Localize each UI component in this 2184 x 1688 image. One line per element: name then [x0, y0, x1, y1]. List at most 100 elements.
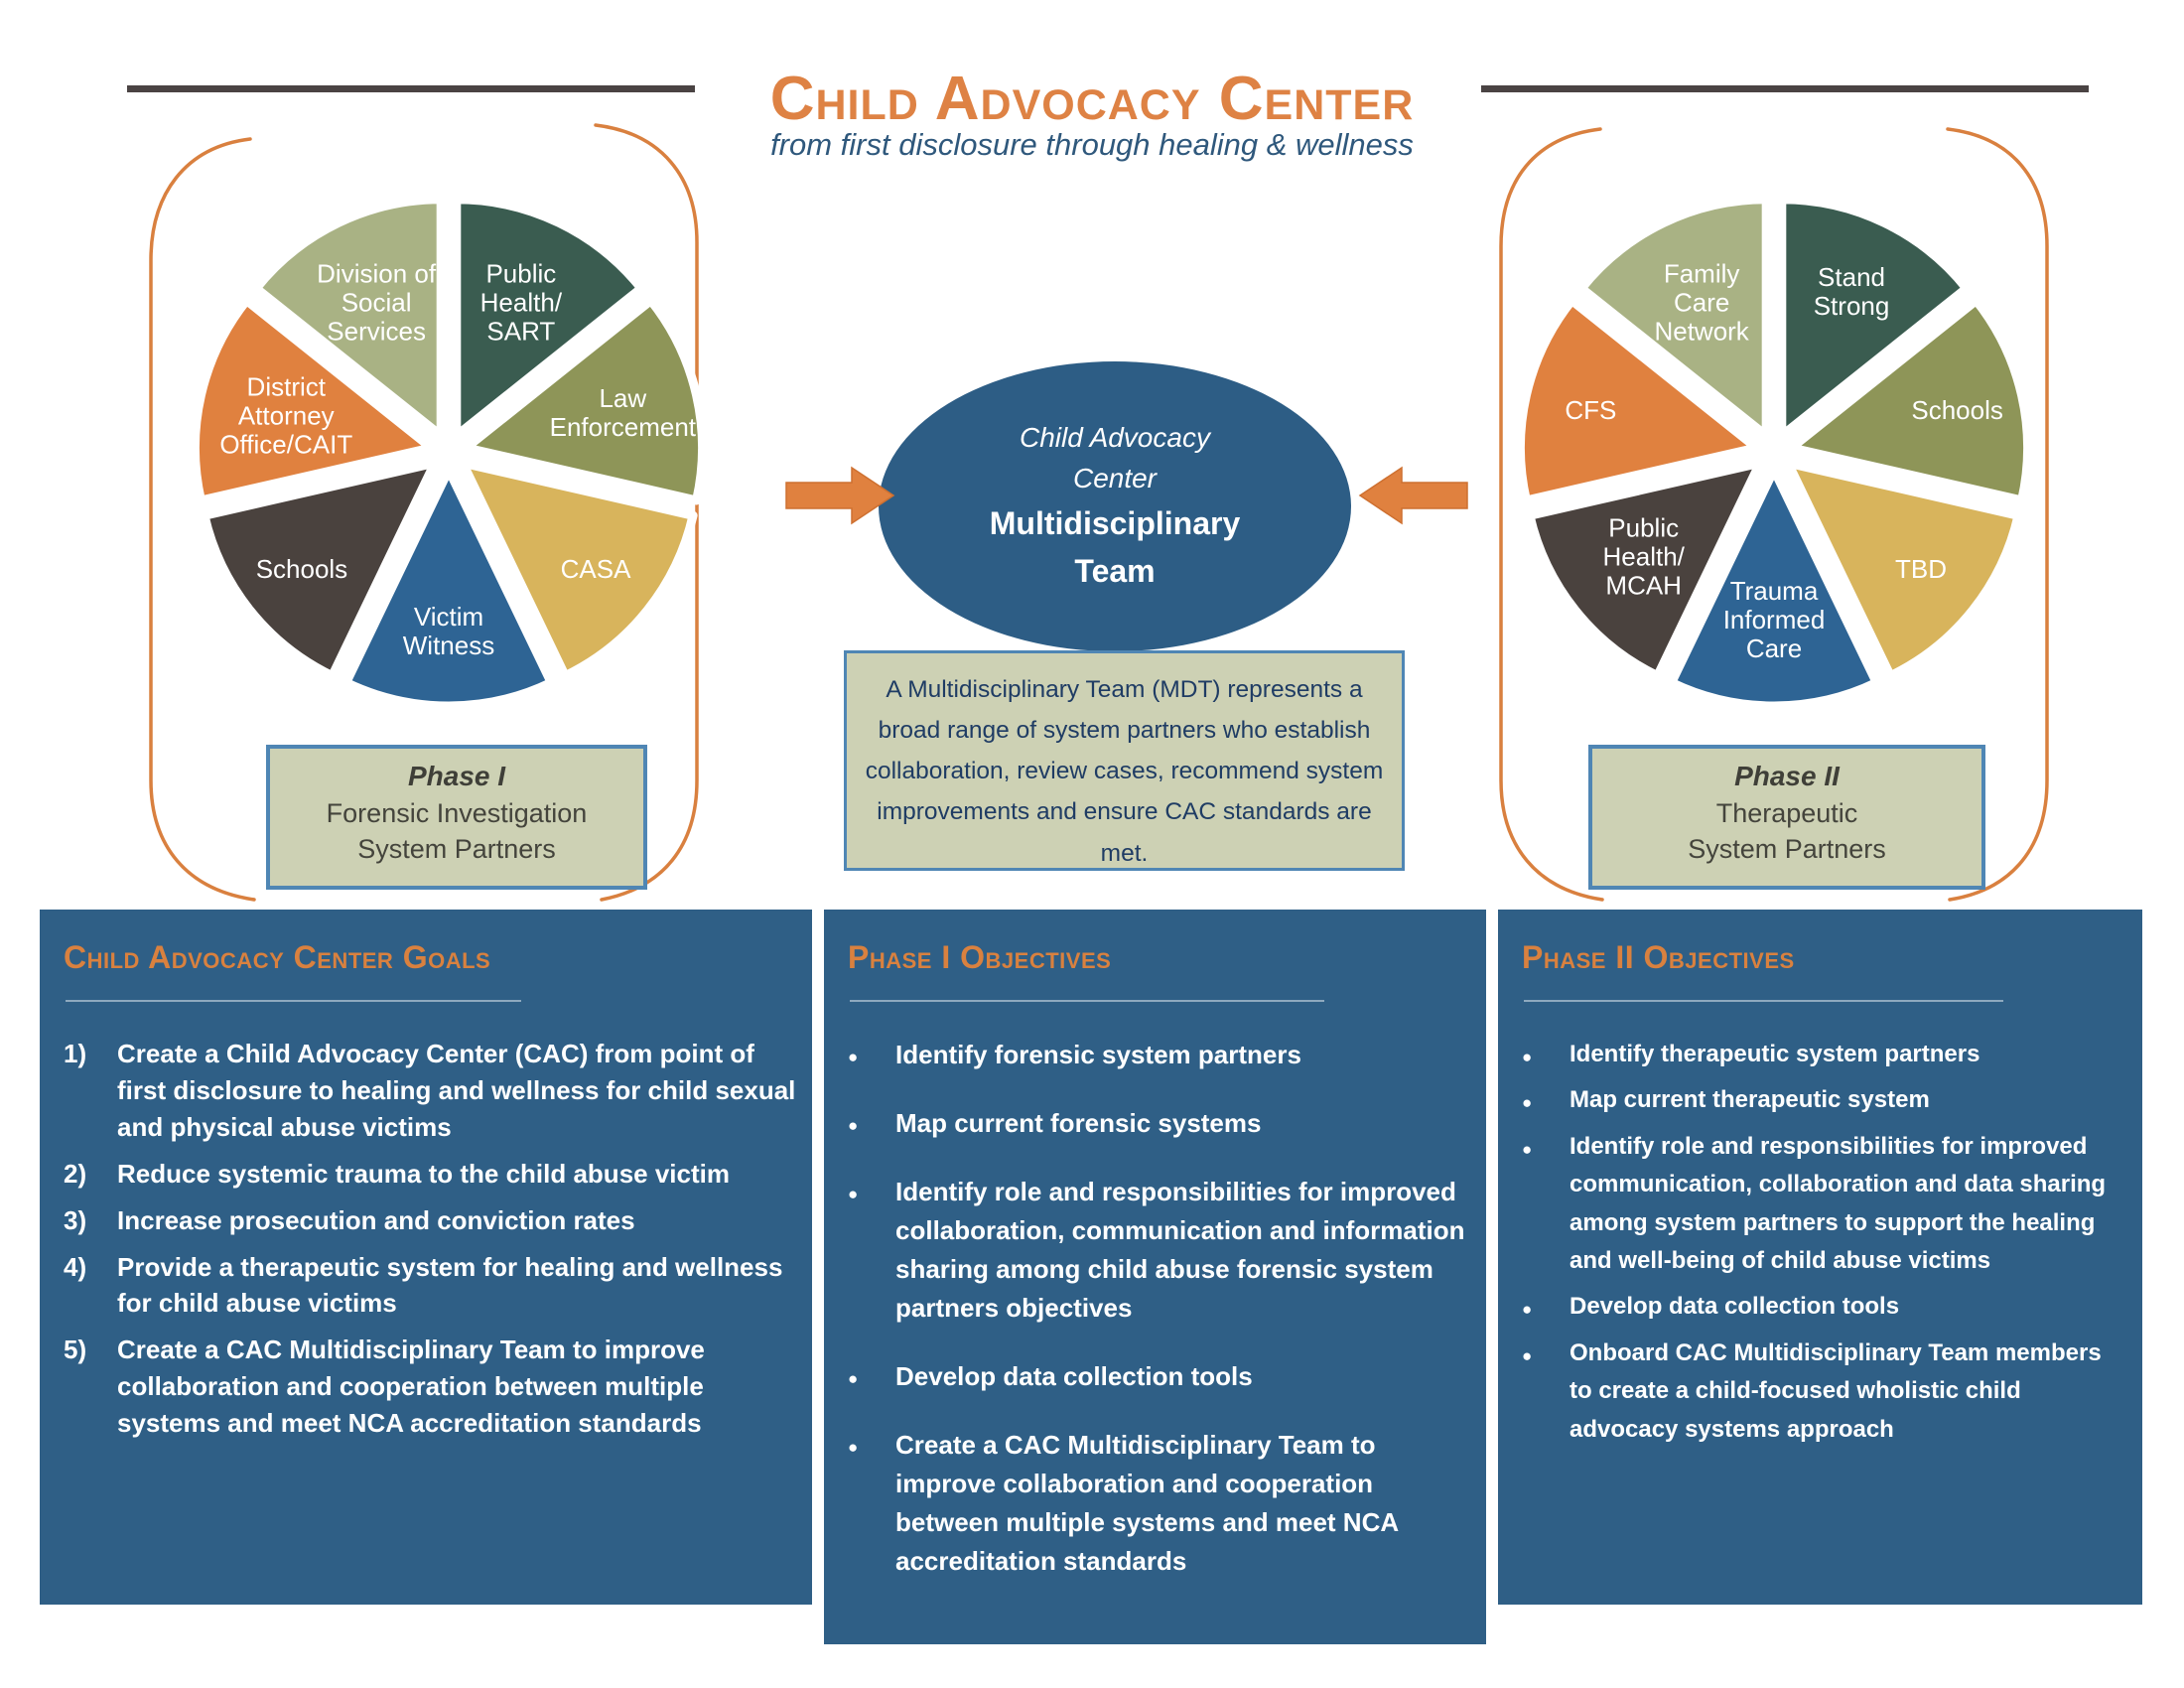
goal-item: 3) Increase prosecution and conviction ra…	[64, 1202, 798, 1239]
item-text: Develop data collection tools	[895, 1361, 1253, 1391]
phase2-objectives-panel: Phase II Objectives ● Identify therapeuti…	[1498, 910, 2142, 1605]
item-text: Identify forensic system partners	[895, 1040, 1301, 1069]
item-text: Reduce systemic trauma to the child abus…	[117, 1158, 730, 1189]
page-subtitle: from first disclosure through healing & …	[770, 127, 1414, 162]
ellipse-line-2: Center	[1072, 463, 1158, 493]
item-number: 1)	[64, 1039, 87, 1068]
phase2-box-line2: System Partners	[1688, 833, 1886, 864]
pie-slice-law-enforcement	[462, 296, 708, 505]
item-text: Map current forensic systems	[895, 1108, 1262, 1138]
pie-slice-family-care-network	[1576, 195, 1771, 441]
pie-slice-casa	[458, 458, 698, 681]
phase1-label-box: Phase I Forensic Investigation System Pa…	[266, 745, 647, 890]
bullet-icon: ●	[848, 1048, 859, 1066]
phase1-panel-header: Phase I Objectives	[848, 939, 1112, 975]
header-rule	[850, 1000, 1325, 1002]
item-text: Identify role and responsibilities for i…	[1570, 1132, 2107, 1274]
goals-panel: Child Advocacy Center Goals 1) Create a C…	[40, 910, 812, 1605]
header-rule	[66, 1000, 521, 1002]
item-number: 5)	[64, 1335, 87, 1365]
pie-slice-label: CFS	[1565, 395, 1616, 425]
phase2-objective-item: ●Onboard CAC Multidisciplinary Team memb…	[1522, 1335, 2128, 1449]
phase2-objective-item: ● Map current therapeutic system	[1522, 1081, 2128, 1119]
phase1-objective-item: ● Develop data collection tools	[848, 1357, 1472, 1396]
phase1-objectives-panel: Phase I Objectives ● Identify forensic sy…	[824, 910, 1486, 1644]
pie-slice-victim-witness	[341, 465, 556, 711]
item-text: Map current therapeutic system	[1570, 1086, 1930, 1114]
goal-item: 4) Provide a therapeutic system for heali…	[64, 1249, 798, 1323]
phase2-objective-item: ● Develop data collection tools	[1522, 1288, 2128, 1326]
ellipse-line-4: Team	[1074, 552, 1156, 589]
item-text: Provide a therapeutic system for healing…	[117, 1251, 783, 1319]
item-text: Onboard CAC Multidisciplinary Team membe…	[1570, 1338, 2102, 1443]
pie-slice-district-attorney-office-cait	[190, 296, 436, 505]
header-rule	[1524, 1000, 2003, 1002]
phase1-objective-item: ●Map current forensic systems	[848, 1104, 1472, 1143]
goal-item: 1) Create a Child Advocacy Center (CAC) f…	[64, 1036, 798, 1146]
phase1-box-title: Phase I	[407, 761, 506, 791]
item-text: Create a CAC Multidisciplinary Team to i…	[117, 1335, 705, 1439]
bullet-icon: ●	[1522, 1048, 1533, 1066]
phase2-objective-item: ●Identify role and responsibilities for …	[1522, 1128, 2128, 1281]
phase1-objectives-list: ●Identify forensic system partners●Map c…	[848, 1036, 1472, 1581]
bracket-right-of-phase1-pie	[594, 123, 699, 902]
phase1-objective-item: ●Identify role and responsibilities for …	[848, 1173, 1472, 1328]
phase2-objectives-list: ● Identify therapeutic system partners ● Ma…	[1522, 1036, 2128, 1449]
item-number: 4)	[64, 1251, 87, 1282]
pie-slice-schools	[200, 458, 440, 681]
goals-panel-header: Child Advocacy Center Goals	[64, 939, 491, 975]
pie-slice-label: Schools	[256, 554, 348, 584]
pie-slice-schools	[1787, 296, 2033, 505]
bullet-icon: ●	[1522, 1093, 1533, 1113]
pie-slice-cfs	[1515, 296, 1761, 505]
pie-slice-tbd	[1783, 458, 2023, 681]
item-text: Identify role and responsibilities for i…	[895, 1177, 1465, 1323]
bullet-icon: ●	[848, 1369, 859, 1388]
arrow-right-icon	[785, 466, 895, 525]
pie-slice-label: CASA	[561, 554, 631, 584]
phase2-box-title: Phase II	[1734, 761, 1840, 791]
pie-slice-public-health-sart	[452, 195, 646, 441]
item-text: Develop data collection tools	[1570, 1293, 1900, 1321]
bracket-left-of-phase2-pie	[1499, 127, 1604, 902]
phase2-panel-header: Phase II Objectives	[1522, 939, 1795, 975]
mdt-ellipse	[879, 361, 1351, 651]
phase1-box-line2: System Partners	[357, 833, 556, 864]
ellipse-line-3: Multidisciplinary	[989, 504, 1241, 541]
pie-slice-division-of-social-services	[251, 195, 446, 441]
item-text: Increase prosecution and conviction rate…	[117, 1204, 635, 1235]
item-text: Create a Child Advocacy Center (CAC) fro…	[117, 1039, 796, 1142]
item-number: 2)	[64, 1158, 87, 1189]
goal-item: 2) Reduce systemic trauma to the child ab…	[64, 1156, 798, 1193]
ellipse-line-1: Child Advocacy	[1020, 422, 1210, 454]
mdt-ellipse-text: Child Advocacy Center Multidisciplinary …	[879, 375, 1351, 637]
bullet-icon: ●	[1522, 1300, 1533, 1320]
item-text: Create a CAC Multidisciplinary Team to i…	[895, 1430, 1399, 1576]
mdt-description-box: A Multidisciplinary Team (MDT) represent…	[844, 650, 1405, 871]
phase2-label-box: Phase II Therapeutic System Partners	[1588, 745, 1985, 890]
bullet-icon: ●	[848, 1438, 859, 1457]
pie-slice-label: Schools	[1911, 395, 2003, 425]
phase2-objective-item: ● Identify therapeutic system partners	[1522, 1036, 2128, 1073]
pie-slice-public-health-mcah	[1525, 458, 1765, 681]
item-number: 3)	[64, 1204, 87, 1235]
bracket-left-of-phase1-pie	[149, 137, 256, 902]
title-rule-right	[1481, 85, 2089, 92]
pie-slice-trauma-informed-care	[1667, 465, 1881, 711]
goals-list: 1) Create a Child Advocacy Center (CAC) f…	[64, 1036, 798, 1442]
phase1-objective-item: ● Identify forensic system partners	[848, 1036, 1472, 1074]
phase2-box-line1: Therapeutic	[1715, 798, 1858, 828]
phase1-objective-item: ● Create a CAC Multidisciplinary Team to …	[848, 1426, 1472, 1581]
item-text: Identify therapeutic system partners	[1570, 1041, 1980, 1067]
goal-item: 5) Create a CAC Multidisciplinary Team to…	[64, 1332, 798, 1442]
